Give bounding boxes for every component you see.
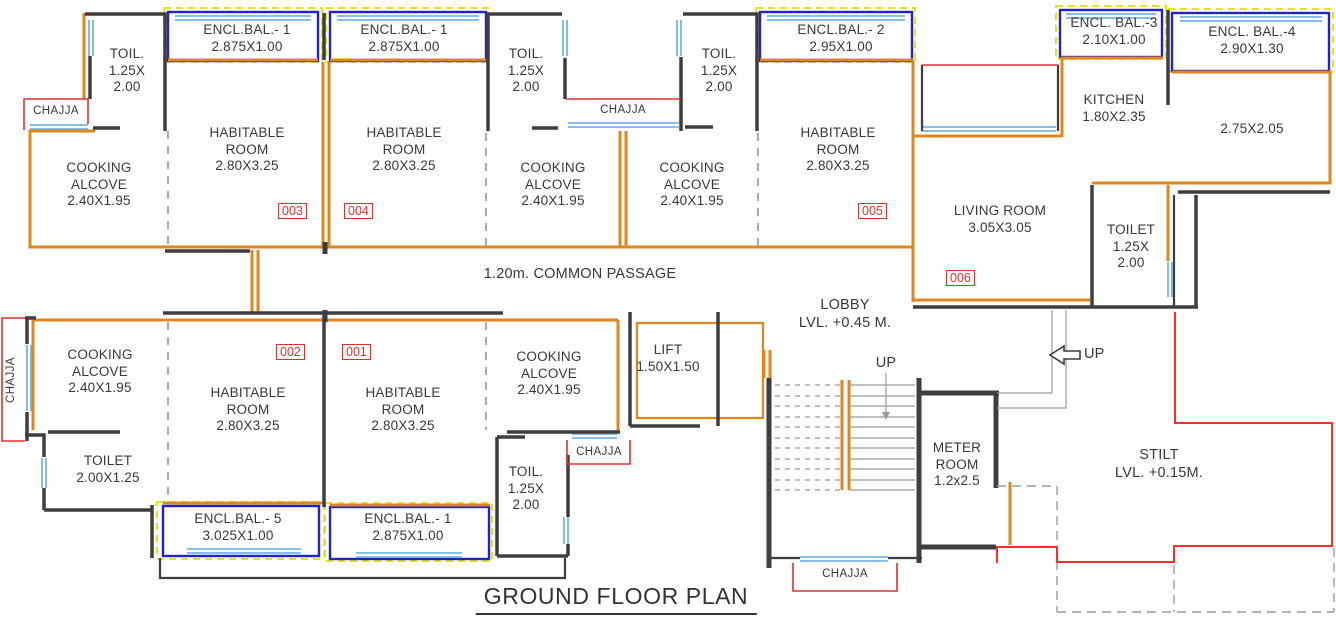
page-title: GROUND FLOOR PLAN	[475, 582, 757, 615]
walls-dark	[25, 10, 1330, 580]
stair-arrow-head-icon	[882, 412, 890, 420]
unit-number-004: 004	[344, 203, 373, 220]
unit-number-002: 002	[276, 344, 305, 361]
staircase	[775, 373, 915, 491]
unit-number-006: 006	[946, 270, 975, 287]
chajja-label-001: CHAJJA	[576, 446, 622, 458]
unit-number-001: 001	[342, 344, 371, 361]
common-passage-label: 1.20m. COMMON PASSAGE	[483, 266, 677, 282]
room-label-275: 2.75X2.05	[1220, 121, 1284, 136]
unit-number-005: 005	[858, 203, 887, 220]
chajja-label-top-mid: CHAJJA	[600, 104, 646, 116]
chajja-outlines	[1, 64, 1058, 592]
stilt-boundary-line	[996, 312, 1333, 563]
chajja-label-stairs: CHAJJA	[822, 568, 868, 580]
up-arrow-icon	[1048, 344, 1081, 366]
chajja-label-left: CHAJJA	[5, 357, 17, 403]
window-glazing	[26, 13, 1322, 562]
walls-orange	[28, 13, 1332, 545]
chajja-label-top-left: CHAJJA	[33, 105, 79, 117]
up-label-stairs: UP	[875, 355, 897, 371]
unit-number-003: 003	[278, 203, 307, 220]
up-label-lobby: UP	[1084, 346, 1105, 362]
